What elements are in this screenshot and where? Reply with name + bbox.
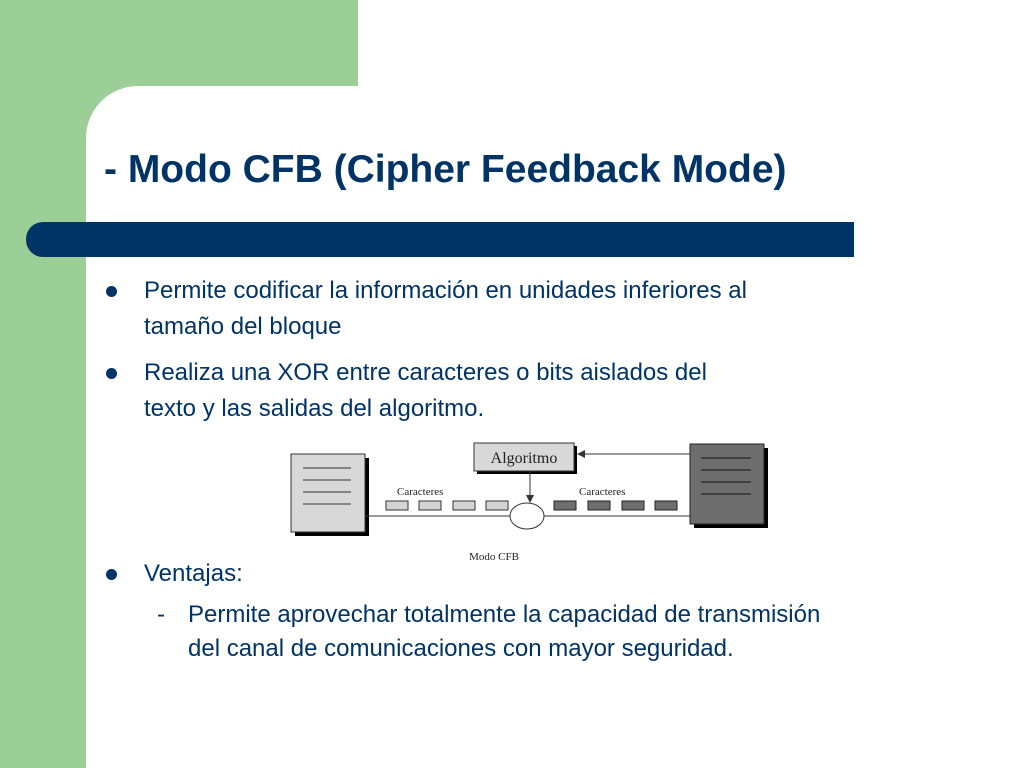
algorithm-label: Algoritmo: [491, 450, 558, 467]
cfb-diagram: Algoritmo Caracteres Caracteres Modo CFB: [290, 442, 768, 563]
plaintext-document-icon: [290, 453, 369, 536]
right-characters-label: Caracteres: [579, 486, 625, 498]
bullet-text: Ventajas:: [144, 560, 243, 587]
bullet-text: Permite codificar la información en unid…: [144, 277, 747, 340]
content-panel: [86, 86, 1024, 768]
xor-node: [509, 502, 545, 530]
sub-bullet-marker: -: [157, 601, 165, 628]
slide-title: - Modo CFB (Cipher Feedback Mode): [104, 148, 787, 191]
title-underline-bar: [26, 222, 854, 257]
left-characters-label: Caracteres: [397, 486, 443, 498]
bullet-text: Realiza una XOR entre caracteres o bits …: [144, 359, 707, 422]
algorithm-box: Algoritmo: [473, 442, 577, 474]
algorithm-output-arrowhead: [526, 495, 534, 503]
bullet-dot-icon: [106, 286, 117, 297]
sub-bullet-text: Permite aprovechar totalmente la capacid…: [188, 601, 821, 662]
plaintext-blocks: [385, 500, 509, 511]
bullet-dot-icon: [106, 569, 117, 580]
ciphertext-document-icon: [689, 443, 768, 528]
ciphertext-blocks: [553, 500, 678, 511]
diagram-caption: Modo CFB: [469, 551, 519, 563]
bullet-dot-icon: [106, 368, 117, 379]
feedback-arrowhead: [577, 450, 585, 458]
